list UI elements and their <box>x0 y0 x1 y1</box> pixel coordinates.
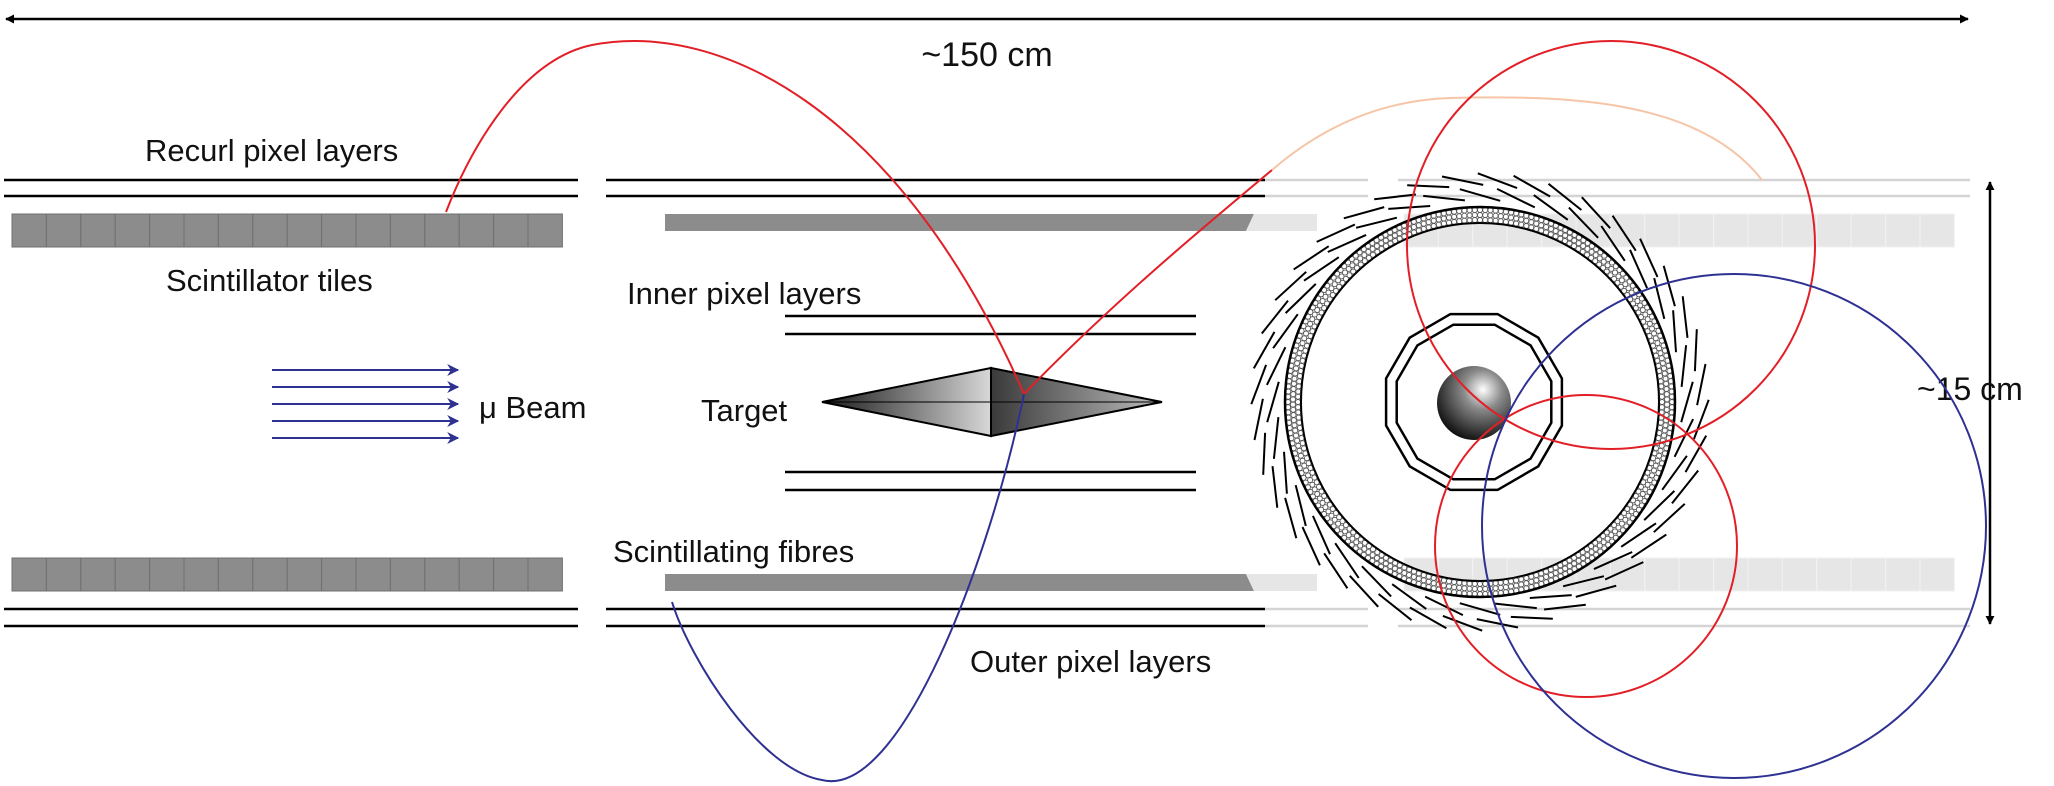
scintillator-tile <box>217 557 254 592</box>
length-label: ~150 cm <box>921 36 1052 74</box>
height-dimension: ~15 cm <box>1917 181 2023 625</box>
scintillator-tile <box>45 213 82 248</box>
electron-track-circle-large <box>1406 40 1816 450</box>
electron-track-circle-small <box>1434 394 1738 698</box>
scintillator-tile <box>252 557 288 592</box>
positron-track-circle <box>1481 273 1987 779</box>
outer-pixel-layers-faded <box>1265 178 1368 628</box>
scintillator-tile <box>80 213 116 248</box>
scintillating-fibres-side <box>665 214 1317 591</box>
scintillator-tile <box>424 557 460 592</box>
scintillator-tile <box>1747 557 1783 592</box>
scintillator-tile <box>1644 213 1680 248</box>
target-label: Target <box>701 393 788 428</box>
fibre-ring <box>1285 207 1675 597</box>
particle-tracks <box>445 40 1987 783</box>
scintillator-tile <box>355 557 391 592</box>
target-end-view-icon <box>1437 366 1511 440</box>
scintillator-tile <box>114 557 151 592</box>
scintillator-tile <box>321 557 357 592</box>
scintillator-tile <box>11 213 47 248</box>
outer-pixel-layers-label: Outer pixel layers <box>970 644 1211 679</box>
scintillator-tile <box>458 557 495 592</box>
scintillator-tiles-bottom <box>11 557 563 592</box>
scintillator-tile <box>45 557 82 592</box>
scintillator-tile <box>1713 213 1749 248</box>
scintillator-tile <box>1781 213 1818 248</box>
inner-pixel-layers-side <box>785 314 1196 492</box>
scintillator-tile <box>424 213 460 248</box>
scintillator-tile <box>1816 213 1852 248</box>
positron-track-side <box>671 393 1025 783</box>
scintillator-tile <box>1885 557 1921 592</box>
scintillator-tile <box>183 557 219 592</box>
target-icon <box>821 366 1163 438</box>
electron-track-upstream <box>1023 169 1273 395</box>
scintillator-tile <box>1678 213 1715 248</box>
scintillator-tile <box>1678 557 1715 592</box>
height-label: ~15 cm <box>1917 371 2023 407</box>
muon-beam-arrows <box>272 364 460 444</box>
scintillator-tile <box>1644 557 1680 592</box>
electron-track-faded <box>1271 96 1763 181</box>
scintillator-tile <box>389 557 426 592</box>
scintillator-tile <box>252 213 288 248</box>
scintillator-tile <box>389 213 426 248</box>
scintillator-tile <box>493 557 529 592</box>
scintillator-tile <box>493 213 529 248</box>
scintillator-tile <box>114 213 151 248</box>
outer-pixel-layers-side <box>606 178 1265 628</box>
scintillator-tiles-top <box>11 213 563 248</box>
scintillating-fibres-label: Scintillating fibres <box>613 534 854 569</box>
recurl-pixel-layers-label: Recurl pixel layers <box>145 133 398 168</box>
scintillator-tile <box>1850 213 1887 248</box>
scintillator-tile <box>527 557 563 592</box>
scintillator-tile <box>183 213 219 248</box>
outer-pixel-ladders <box>1250 172 1710 632</box>
scintillator-tile <box>149 213 185 248</box>
scintillator-tile <box>1919 557 1955 592</box>
transverse-view <box>1250 172 1710 632</box>
length-dimension: ~150 cm <box>5 14 1969 74</box>
scintillator-tile <box>527 213 563 248</box>
electron-track-recurl <box>445 40 1025 395</box>
scintillator-tile <box>1747 213 1783 248</box>
scintillator-tile <box>1816 557 1852 592</box>
recurl-station-left <box>4 178 578 628</box>
scintillator-tile <box>286 213 323 248</box>
scintillator-tile <box>217 213 254 248</box>
scintillator-tile <box>286 557 323 592</box>
scintillator-tile <box>1850 557 1887 592</box>
scintillator-tile <box>321 213 357 248</box>
inner-pixel-polygons <box>1384 312 1564 492</box>
scintillator-tile <box>149 557 185 592</box>
scintillator-tile <box>1781 557 1818 592</box>
scintillator-tile <box>80 557 116 592</box>
beam-label: μ Beam <box>479 390 586 425</box>
scintillator-tile <box>355 213 391 248</box>
inner-pixel-layers-label: Inner pixel layers <box>627 276 861 311</box>
scintillator-tile <box>1919 213 1955 248</box>
scintillator-tile <box>11 557 47 592</box>
scintillator-tiles-label: Scintillator tiles <box>166 263 373 298</box>
scintillator-tile <box>458 213 495 248</box>
scintillator-tile <box>1885 213 1921 248</box>
